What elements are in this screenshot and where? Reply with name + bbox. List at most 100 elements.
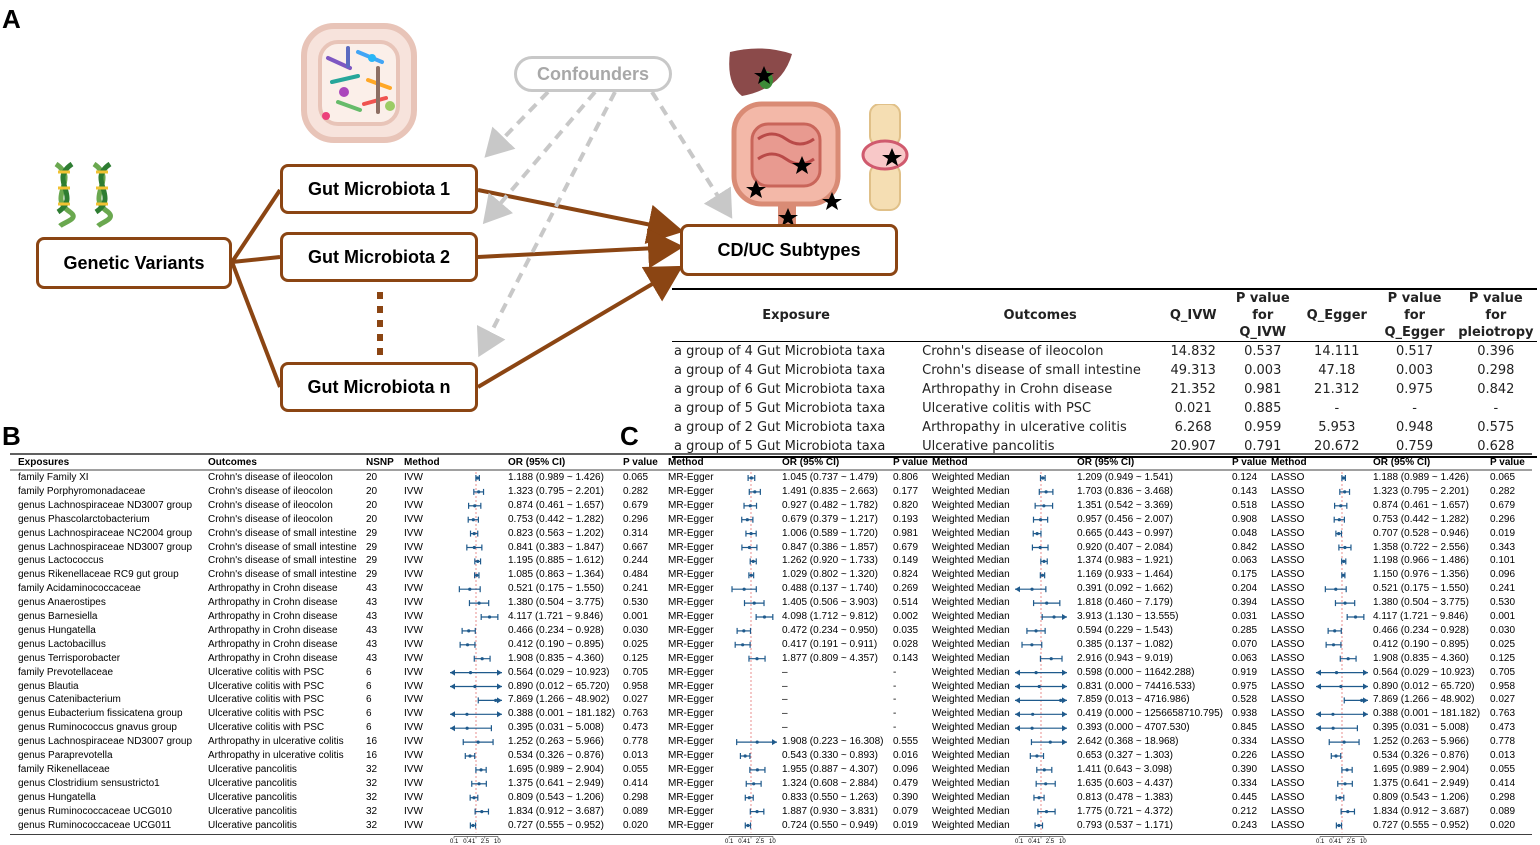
point-estimate — [742, 629, 746, 633]
or-ci-value: 1.006 (0.589 ~ 1.720) — [782, 527, 878, 539]
point-estimate — [1339, 504, 1343, 508]
or-ci-value: 0.890 (0.012 ~ 65.720) — [1373, 680, 1475, 692]
point-estimate — [477, 601, 481, 605]
p-value: 0.143 — [893, 652, 919, 664]
p-value: 0.027 — [623, 694, 649, 706]
p-value: 0.063 — [1232, 652, 1258, 664]
nsnp-value: 6 — [366, 666, 372, 678]
method-label: Weighted Median — [932, 666, 1010, 678]
method-label: IVW — [404, 750, 423, 761]
point-estimate — [480, 657, 484, 661]
point-estimate — [748, 504, 752, 508]
ci-arrow-high — [1062, 711, 1067, 718]
or-ci-value: 0.927 (0.482 ~ 1.782) — [782, 499, 878, 511]
x-axis-tick-label: 1 — [1037, 838, 1041, 845]
point-estimate — [1035, 754, 1039, 758]
or-ci-value: 1.169 (0.933 ~ 1.464) — [1077, 569, 1173, 581]
or-ci-value: 1.195 (0.885 ~ 1.612) — [508, 555, 604, 567]
table-cell: 0.003 — [1395, 363, 1434, 378]
or-ci-value: 0.665 (0.443 ~ 0.997) — [1077, 527, 1173, 539]
p-value: 0.212 — [1232, 805, 1258, 817]
or-ci-value: – — [782, 694, 788, 706]
p-value: 0.667 — [623, 541, 649, 553]
method-label: Weighted Median — [932, 624, 1010, 636]
table-cell: 0.948 — [1395, 420, 1434, 435]
point-estimate — [1049, 657, 1053, 661]
method-label: Weighted Median — [932, 569, 1010, 581]
p-value: 0.958 — [623, 680, 649, 692]
method-label: LASSO — [1271, 527, 1305, 539]
col-header-p-value: P value — [1232, 457, 1267, 468]
table-cell: 0.959 — [1244, 420, 1282, 435]
exposure-label: genus Eubacterium fissicatena group — [18, 708, 183, 720]
or-ci-value: 0.831 (0.000 ~ 74416.533) — [1077, 680, 1196, 692]
point-estimate — [1034, 671, 1038, 675]
point-estimate — [1038, 545, 1042, 550]
p-value: 0.908 — [1232, 513, 1258, 525]
outcome-label: Crohn's disease of ileocolon — [208, 513, 333, 525]
method-label: MR-Egger — [668, 819, 714, 831]
diagram-connectors — [230, 90, 733, 389]
x-axis-tick-label: 10 — [769, 838, 776, 845]
or-ci-value: 0.920 (0.407 ~ 2.084) — [1077, 541, 1173, 553]
point-estimate — [1040, 573, 1045, 577]
method-label: IVW — [404, 819, 423, 831]
table-cell: 21.312 — [1314, 382, 1360, 397]
p-value: 0.473 — [623, 722, 649, 734]
method-label: IVW — [404, 597, 423, 609]
point-estimate — [1339, 684, 1343, 689]
method-label: MR-Egger — [668, 763, 714, 775]
p-value: 0.241 — [623, 583, 649, 595]
x-axis-tick-label: 1 — [1338, 838, 1342, 845]
p-value: 0.414 — [1490, 777, 1516, 789]
or-ci-value: 0.395 (0.031 ~ 5.008) — [1373, 722, 1469, 734]
method-label: MR-Egger — [668, 624, 714, 636]
p-value: 0.030 — [623, 624, 649, 636]
p-value: 0.514 — [893, 597, 919, 609]
or-ci-value: – — [782, 680, 788, 692]
outcome-label: Arthropathy in Crohn disease — [208, 597, 338, 609]
exposure-label: family Family XI — [18, 472, 89, 483]
or-ci-value: 2.916 (0.943 ~ 9.019) — [1077, 652, 1173, 664]
x-axis-tick-label: 1 — [747, 838, 751, 845]
gut-microbiota-1-label: Gut Microbiota 1 — [307, 178, 450, 199]
p-value: 0.025 — [1490, 638, 1516, 650]
method-label: MR-Egger — [668, 652, 714, 664]
outcome-label: Arthropathy in Crohn disease — [208, 611, 338, 622]
p-value: 0.065 — [1490, 472, 1516, 483]
or-ci-value: 1.380 (0.504 ~ 3.775) — [1373, 597, 1469, 609]
method-label: LASSO — [1271, 805, 1305, 817]
or-ci-value: 1.188 (0.989 ~ 1.426) — [508, 472, 604, 483]
p-value: 0.175 — [1232, 569, 1258, 581]
edge-gv-gut1 — [230, 188, 282, 264]
star-marker-ileocolon — [746, 180, 766, 198]
method-label: MR-Egger — [668, 638, 714, 650]
x-axis-tick-label: 0.1 — [450, 838, 459, 845]
p-value: 0.143 — [1232, 485, 1258, 497]
method-label: IVW — [404, 777, 423, 789]
exposure-label: genus Lachnospiraceae ND3007 group — [18, 541, 193, 553]
exposure-label: genus Rikenellaceae RC9 gut group — [18, 569, 179, 581]
nsnp-value: 43 — [366, 583, 378, 595]
point-estimate — [465, 712, 469, 716]
edge-conf-outcome — [650, 90, 733, 219]
method-label: IVW — [404, 652, 423, 664]
method-label: LASSO — [1271, 569, 1305, 581]
point-estimate — [745, 518, 749, 522]
point-estimate — [1342, 476, 1346, 480]
joint-icon — [861, 104, 909, 211]
ci-arrow-low — [1316, 711, 1321, 718]
col-header-p-value: P value — [893, 457, 928, 468]
p-value: 0.528 — [1232, 694, 1258, 706]
ci-arrow-high — [497, 697, 502, 704]
p-value: 0.298 — [1490, 791, 1516, 803]
outcome-label: Ulcerative colitis with PSC — [208, 666, 325, 678]
col-header-outcomes: Outcomes — [1003, 308, 1077, 323]
point-estimate — [1331, 712, 1335, 716]
x-axis-tick-label: 0.1 — [725, 838, 734, 845]
or-ci-value: 0.724 (0.550 ~ 0.949) — [782, 819, 878, 831]
p-value: 0.530 — [1490, 597, 1516, 609]
method-label: LASSO — [1271, 750, 1305, 761]
method-label: LASSO — [1271, 708, 1305, 720]
outcome-label: Crohn's disease of small intestine — [208, 527, 357, 539]
